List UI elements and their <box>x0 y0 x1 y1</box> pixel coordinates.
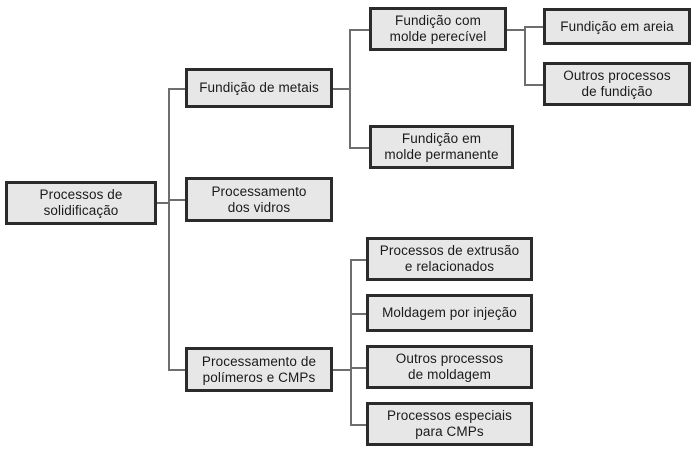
node-fundicao-com-molde-perecivel[interactable]: Fundição com molde perecível <box>369 7 507 51</box>
connector-trunk-molde-perecivel <box>524 26 526 85</box>
node-label: Processamento de polímeros e CMPs <box>201 353 317 385</box>
connector-to-processos-extrusao <box>350 259 368 261</box>
node-label: Processamento dos vidros <box>211 183 307 215</box>
node-fundicao-em-molde-permanente[interactable]: Fundição em molde permanente <box>369 125 514 169</box>
connector-trunk-fundicao-metais <box>349 29 351 148</box>
connector-to-outros-moldagem <box>350 367 368 369</box>
connector-to-processos-especiais-cmps <box>350 424 368 426</box>
connector-polimeros-stub <box>331 369 352 371</box>
connector-to-outros-processos-fundicao <box>524 84 545 86</box>
node-label: Outros processos de fundição <box>563 68 671 99</box>
connector-trunk-level1 <box>168 88 170 371</box>
node-label: Fundição de metais <box>199 80 319 95</box>
node-outros-processos-de-moldagem[interactable]: Outros processos de moldagem <box>366 345 533 389</box>
node-label: Processos de extrusão e relacionados <box>379 243 520 274</box>
connector-to-molde-permanente <box>349 147 371 149</box>
connector-molde-perecivel-stub <box>505 29 526 31</box>
node-label: Fundição com molde perecível <box>389 13 487 44</box>
node-processos-de-solidificacao[interactable]: Processos de solidificação <box>5 181 157 225</box>
node-processamento-de-polimeros-e-cmps[interactable]: Processamento de polímeros e CMPs <box>185 347 333 392</box>
node-label: Moldagem por injeção <box>382 305 517 320</box>
node-label: Fundição em areia <box>560 18 674 34</box>
node-label: Fundição em molde permanente <box>384 131 499 162</box>
connector-fundicao-metais-stub <box>331 88 351 90</box>
connector-to-fundicao-em-areia <box>524 26 545 28</box>
node-fundicao-de-metais[interactable]: Fundição de metais <box>185 68 333 108</box>
connector-to-processamento-polimeros <box>168 369 187 371</box>
node-moldagem-por-injecao[interactable]: Moldagem por injeção <box>366 294 533 332</box>
node-processamento-dos-vidros[interactable]: Processamento dos vidros <box>185 177 333 222</box>
node-label: Outros processos de moldagem <box>395 351 504 382</box>
node-processos-especiais-para-cmps[interactable]: Processos especiais para CMPs <box>366 402 533 446</box>
connector-to-molde-perecivel <box>349 29 371 31</box>
node-label: Processos de solidificação <box>39 187 123 218</box>
connector-root-stub <box>157 202 170 204</box>
node-outros-processos-de-fundicao[interactable]: Outros processos de fundição <box>543 62 691 106</box>
node-processos-de-extrusao-e-relacionados[interactable]: Processos de extrusão e relacionados <box>366 237 533 281</box>
connector-to-moldagem-injecao <box>350 313 368 315</box>
connector-trunk-polimeros <box>350 259 352 425</box>
node-fundicao-em-areia[interactable]: Fundição em areia <box>543 8 691 45</box>
node-label: Processos especiais para CMPs <box>387 408 512 439</box>
connector-to-processamento-dos-vidros <box>168 199 187 201</box>
connector-to-fundicao-de-metais <box>168 88 187 90</box>
